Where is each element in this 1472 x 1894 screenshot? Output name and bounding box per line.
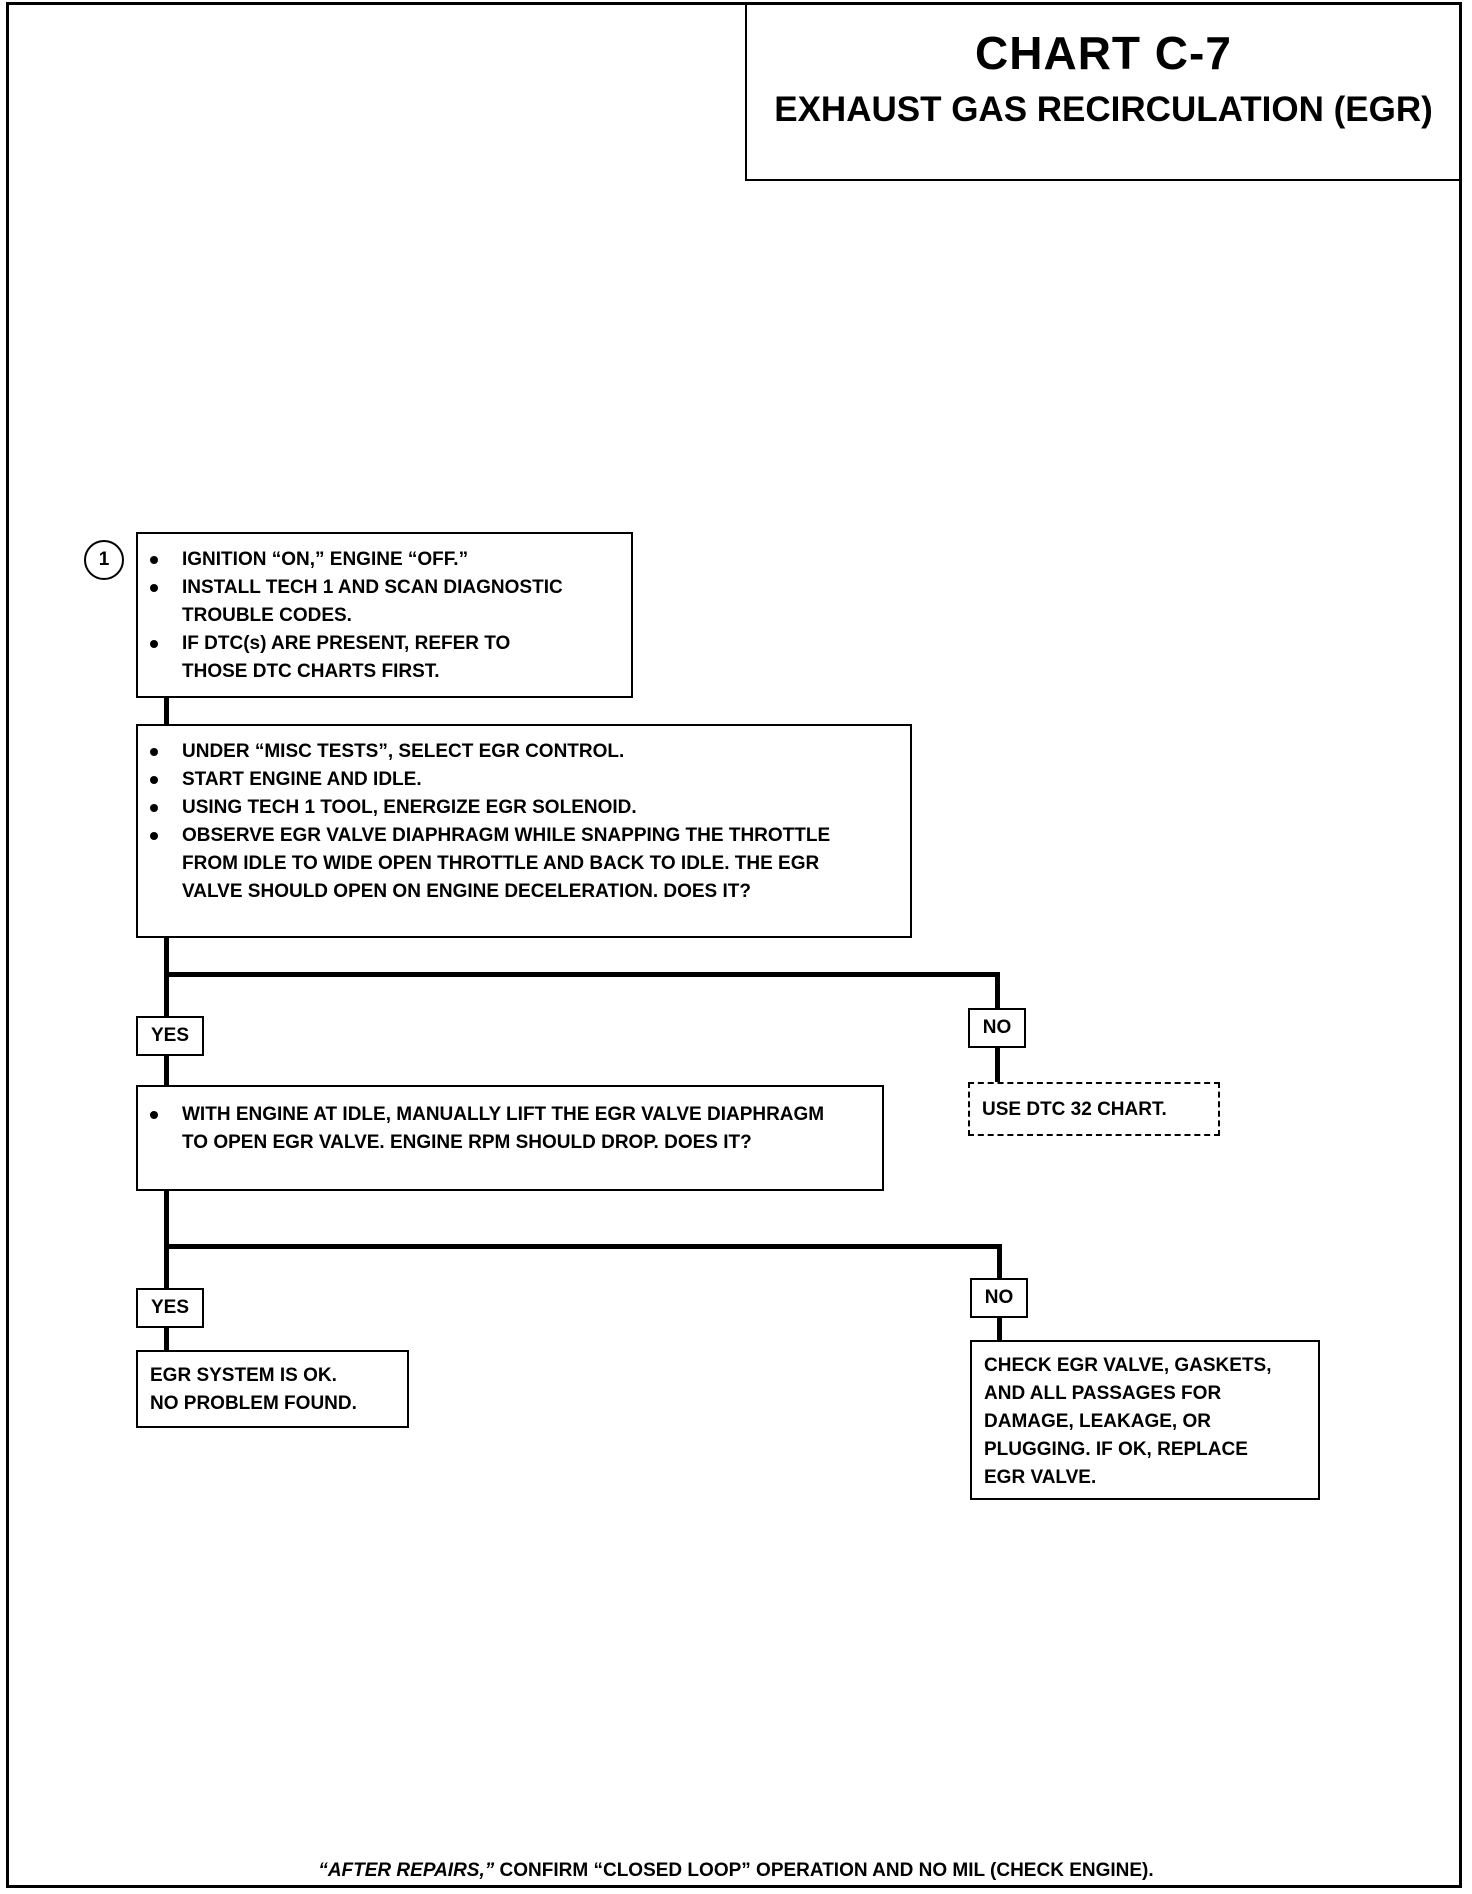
step1-list: IGNITION “ON,” ENGINE “OFF.” INSTALL TEC… xyxy=(138,546,619,686)
branch1-yes-to-step3 xyxy=(164,1056,169,1086)
branch2-yes-to-result xyxy=(164,1326,169,1350)
step1-item: IGNITION “ON,” ENGINE “OFF.” xyxy=(138,546,619,574)
branch2-yes-result-text: EGR SYSTEM IS OK. NO PROBLEM FOUND. xyxy=(150,1365,357,1414)
chart-title: CHART C-7 xyxy=(975,27,1232,79)
footer-text: CONFIRM “CLOSED LOOP” OPERATION AND NO M… xyxy=(494,1860,1154,1881)
connector-step3-branch2 xyxy=(164,1190,169,1290)
connector-step2-branch1 xyxy=(164,937,169,1019)
step2-item: UNDER “MISC TESTS”, SELECT EGR CONTROL. xyxy=(138,738,900,766)
branch1-no-result-box: USE DTC 32 CHART. xyxy=(968,1082,1220,1136)
step3-item: WITH ENGINE AT IDLE, MANUALLY LIFT THE E… xyxy=(138,1101,852,1157)
page-frame xyxy=(6,2,1462,1888)
step1-box: IGNITION “ON,” ENGINE “OFF.” INSTALL TEC… xyxy=(136,532,633,698)
title-block: CHART C-7 EXHAUST GAS RECIRCULATION (EGR… xyxy=(745,2,1460,181)
branch1-no-result-text: USE DTC 32 CHART. xyxy=(982,1099,1167,1120)
step1-item: IF DTC(s) ARE PRESENT, REFER TO THOSE DT… xyxy=(138,630,619,686)
connector-step1-step2 xyxy=(164,697,169,725)
step2-item: START ENGINE AND IDLE. xyxy=(138,766,900,794)
branch2-no-down xyxy=(997,1244,1002,1280)
step3-list: WITH ENGINE AT IDLE, MANUALLY LIFT THE E… xyxy=(138,1101,852,1157)
step2-box: UNDER “MISC TESTS”, SELECT EGR CONTROL. … xyxy=(136,724,912,938)
step2-item: USING TECH 1 TOOL, ENERGIZE EGR SOLENOID… xyxy=(138,794,900,822)
branch1-yes-tag: YES xyxy=(136,1016,204,1056)
step2-item: OBSERVE EGR VALVE DIAPHRAGM WHILE SNAPPI… xyxy=(138,822,900,906)
footer-prefix: “AFTER REPAIRS,” xyxy=(318,1860,495,1881)
branch2-yes-result-box: EGR SYSTEM IS OK. NO PROBLEM FOUND. xyxy=(136,1350,409,1428)
branch2-no-tag: NO xyxy=(970,1278,1028,1318)
branch1-no-tag: NO xyxy=(968,1008,1026,1048)
step2-list: UNDER “MISC TESTS”, SELECT EGR CONTROL. … xyxy=(138,738,900,906)
branch2-no-result-text: CHECK EGR VALVE, GASKETS, AND ALL PASSAG… xyxy=(984,1355,1272,1488)
branch2-no-result-box: CHECK EGR VALVE, GASKETS, AND ALL PASSAG… xyxy=(970,1340,1320,1500)
step3-box: WITH ENGINE AT IDLE, MANUALLY LIFT THE E… xyxy=(136,1085,884,1191)
chart-subtitle: EXHAUST GAS RECIRCULATION (EGR) xyxy=(774,90,1433,129)
branch1-no-down xyxy=(995,972,1000,1010)
branch1-no-to-result xyxy=(995,1046,1000,1082)
branch1-horizontal xyxy=(164,972,1000,977)
branch2-horizontal xyxy=(164,1244,1002,1249)
step-number-marker: 1 xyxy=(84,540,124,580)
branch2-no-to-result xyxy=(997,1316,1002,1342)
branch2-yes-tag: YES xyxy=(136,1288,204,1328)
step1-item: INSTALL TECH 1 AND SCAN DIAGNOSTIC TROUB… xyxy=(138,574,619,630)
footer-note: “AFTER REPAIRS,” CONFIRM “CLOSED LOOP” O… xyxy=(0,1860,1472,1882)
